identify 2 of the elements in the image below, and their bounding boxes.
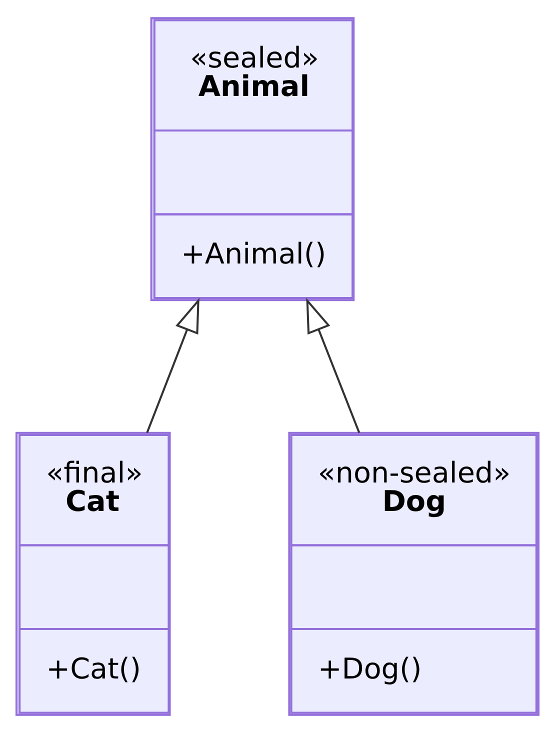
- arrow: [306, 297, 360, 433]
- arrow: [146, 297, 200, 433]
